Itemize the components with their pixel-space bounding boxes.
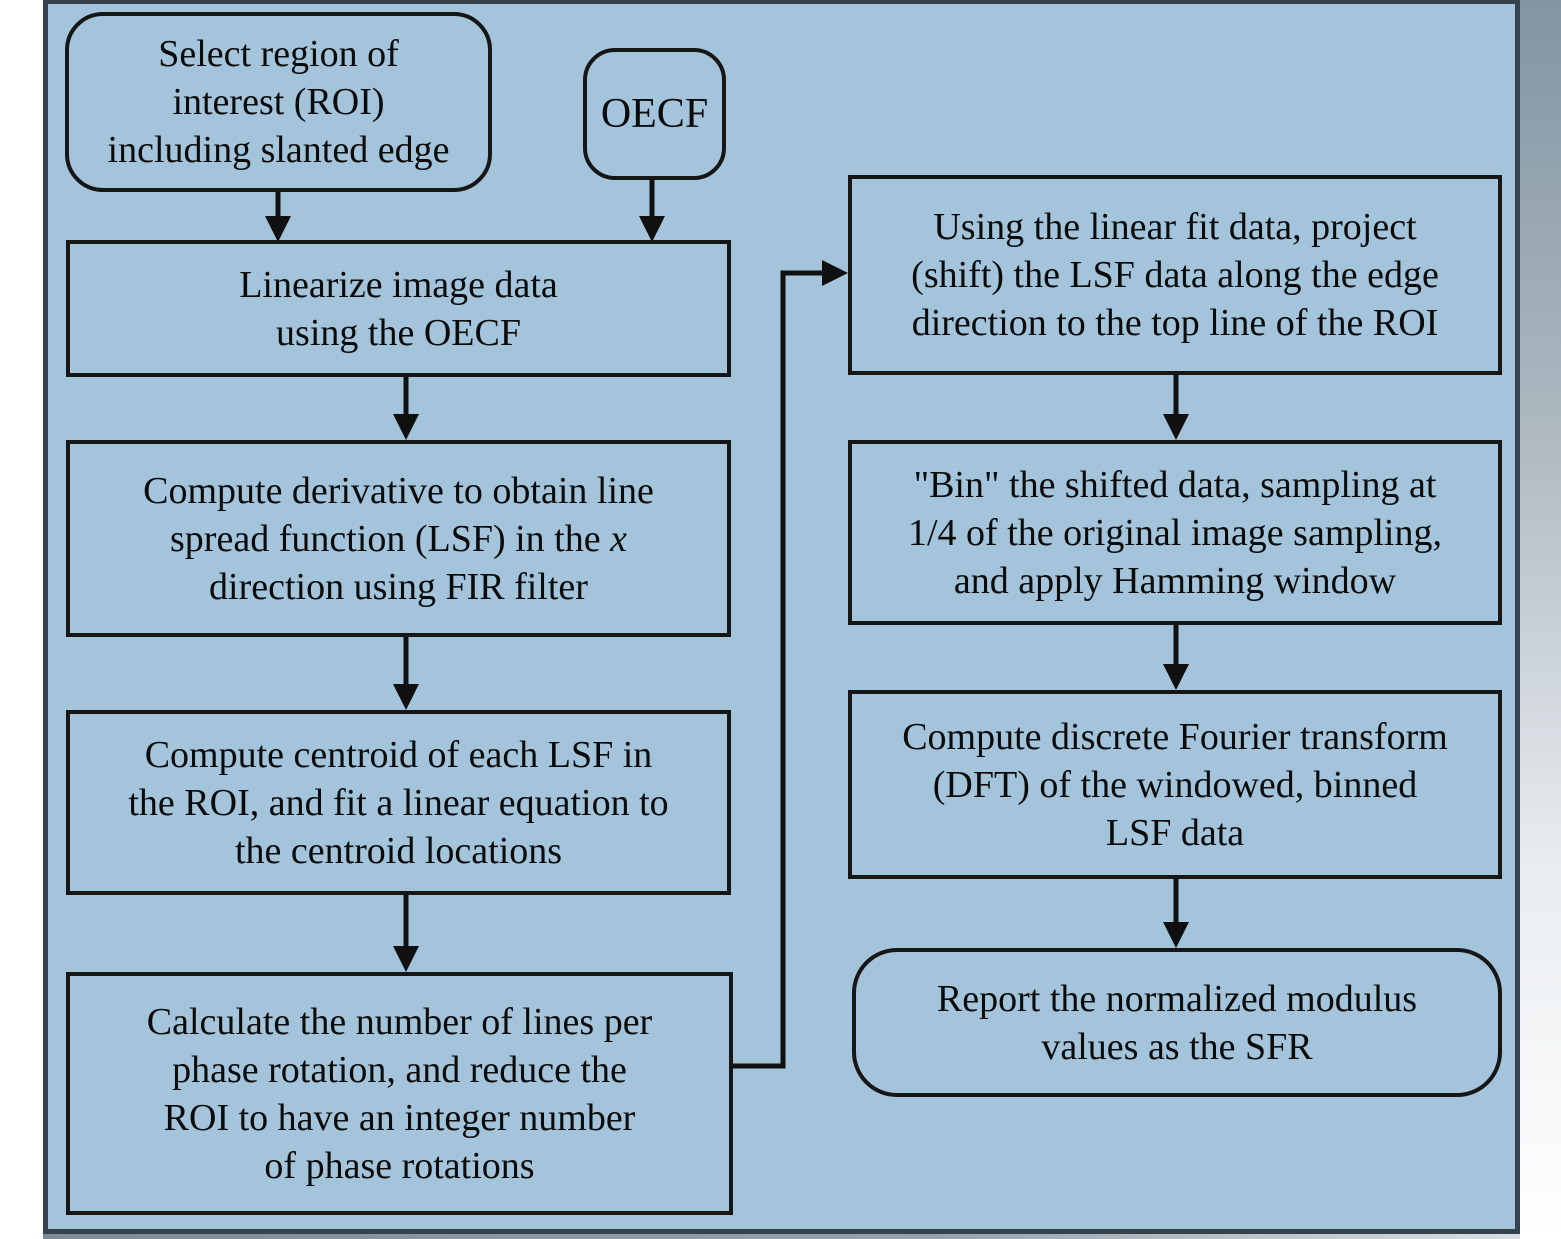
node-text-line: Compute centroid of each LSF in	[144, 733, 653, 776]
node-text-line: OECF	[600, 91, 709, 137]
node-text-line: direction to the top line of the ROI	[911, 302, 1439, 344]
node-text-line: using the OECF	[276, 311, 521, 354]
node-dft: Compute discrete Fourier transform (DFT)…	[848, 690, 1502, 879]
node-report-sfr: Report the normalized modulus values as …	[852, 948, 1502, 1097]
node-text-line: spread function (LSF) in the x	[70, 515, 727, 563]
node-text-line: Compute discrete Fourier transform	[902, 715, 1448, 758]
node-text-line: Report the normalized modulus	[936, 977, 1418, 1020]
scan-margin-bottom	[43, 1234, 1520, 1239]
node-text-line: Select region of	[158, 33, 399, 75]
node-text-line: direction using FIR filter	[209, 565, 588, 608]
node-centroid: Compute centroid of each LSF in the ROI,…	[66, 710, 731, 895]
node-phase-rotation: Calculate the number of lines per phase …	[66, 972, 733, 1215]
node-bin-data: "Bin" the shifted data, sampling at 1/4 …	[848, 440, 1502, 625]
node-text-line: values as the SFR	[1041, 1025, 1313, 1068]
node-oecf: OECF	[583, 48, 726, 180]
node-text-line: "Bin" the shifted data, sampling at	[913, 463, 1437, 506]
node-select-roi: Select region of interest (ROI) includin…	[65, 12, 492, 192]
node-text-line: (shift) the LSF data along the edge	[911, 254, 1439, 296]
node-text-line: the ROI, and fit a linear equation to	[128, 781, 669, 824]
node-text-line: Calculate the number of lines per	[146, 1000, 653, 1043]
node-text-line: ROI to have an integer number	[163, 1096, 636, 1139]
node-derivative: Compute derivative to obtain line spread…	[66, 440, 731, 637]
node-project-lsf: Using the linear fit data, project (shif…	[848, 175, 1502, 375]
node-text-line: 1/4 of the original image sampling,	[907, 511, 1442, 554]
node-text-line: LSF data	[1105, 811, 1245, 854]
node-text-line: Linearize image data	[239, 263, 558, 306]
node-text-line: interest (ROI)	[172, 81, 385, 123]
node-text-segment: spread function (LSF) in the	[170, 517, 611, 560]
node-linearize: Linearize image data using the OECF	[66, 240, 731, 377]
node-text-line: phase rotation, and reduce the	[172, 1048, 627, 1091]
node-text-line: the centroid locations	[234, 829, 563, 872]
node-text-line: including slanted edge	[107, 129, 450, 171]
math-variable-x: x	[610, 517, 627, 560]
node-text-line: of phase rotations	[264, 1144, 535, 1187]
node-text-line: (DFT) of the windowed, binned	[932, 763, 1418, 806]
node-text-line: Using the linear fit data, project	[933, 206, 1417, 248]
node-text-line: and apply Hamming window	[953, 559, 1397, 602]
scan-margin-right	[1520, 0, 1561, 1239]
node-text-line: Compute derivative to obtain line	[143, 469, 654, 512]
